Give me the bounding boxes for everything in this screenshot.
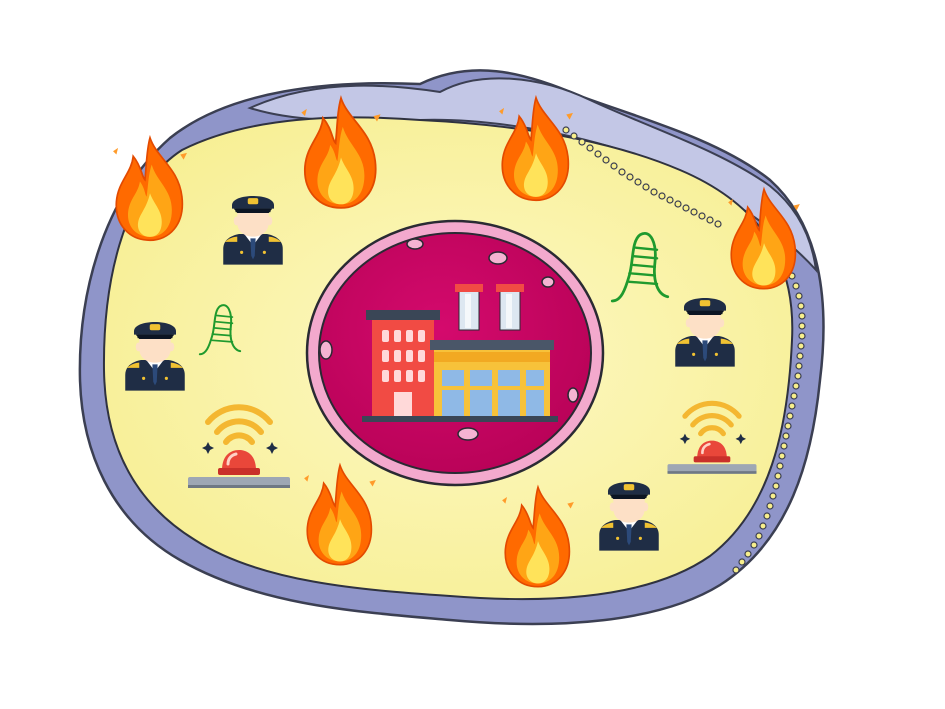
nuclear-pores bbox=[319, 238, 579, 441]
factory-icon bbox=[362, 284, 558, 422]
membrane-bead-chain bbox=[562, 126, 806, 574]
